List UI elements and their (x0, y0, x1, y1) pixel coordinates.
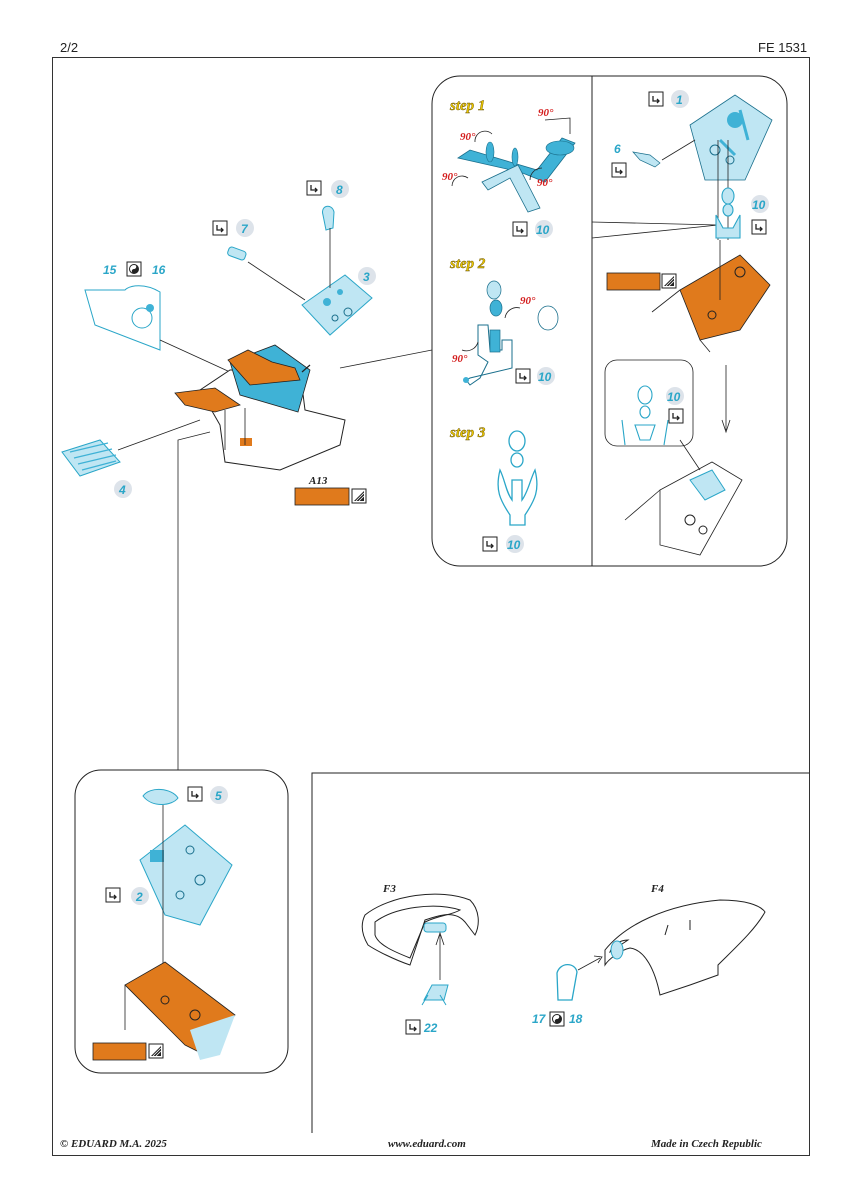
leader-line (177, 431, 211, 770)
part-number: 8 (336, 183, 343, 197)
part-label-f4: F4 (650, 883, 664, 895)
paint-icon (148, 1043, 164, 1059)
footer-origin: Made in Czech Republic (651, 1138, 762, 1150)
color-swatch-orange (92, 1042, 147, 1061)
canopy-section-frame (311, 772, 809, 1133)
step-2-part (461, 280, 559, 386)
control-stick-10 (715, 187, 741, 239)
bend-icon (212, 220, 228, 236)
bend-icon (105, 887, 121, 903)
bend-icon (187, 786, 203, 802)
angle-label: 90° (537, 177, 553, 189)
cockpit-tub (174, 344, 346, 471)
small-etch-part-5 (142, 789, 179, 805)
footer-copyright: © EDUARD M.A. 2025 (60, 1138, 167, 1150)
part-number: 10 (752, 198, 766, 212)
orange-panel-part (679, 240, 771, 341)
product-code: FE 1531 (758, 40, 808, 55)
detail-box-bottom-left (74, 769, 289, 1074)
yin-yang-icon (549, 1011, 565, 1027)
instrument-panel-etch (689, 94, 773, 181)
zoom-wedge (591, 221, 719, 239)
detail-stick-10 (621, 385, 669, 446)
paint-icon (351, 488, 367, 504)
part-label-a13: A13 (308, 475, 328, 487)
color-swatch-orange (294, 487, 350, 506)
step-2-title: step 2 (449, 256, 486, 272)
finished-panel (659, 461, 743, 556)
page-frame (52, 57, 810, 1156)
paint-icon (661, 273, 677, 289)
orange-panel-bottom (124, 961, 236, 1060)
part-number: 18 (569, 1012, 583, 1026)
bend-icon (306, 180, 322, 196)
part-number: 3 (363, 270, 370, 284)
part-number: 15 (103, 263, 117, 277)
part-number: 22 (423, 1021, 438, 1035)
part-number: 5 (215, 789, 222, 803)
angle-label: 90° (520, 295, 536, 307)
part-number: 7 (241, 222, 249, 236)
angle-label: 90° (442, 171, 458, 183)
bend-icon (611, 162, 627, 178)
step-1-part (451, 117, 576, 213)
small-etch-part-6 (632, 151, 661, 168)
part-number: 2 (135, 890, 143, 904)
color-swatch-orange (606, 272, 661, 291)
small-etch-part-7 (227, 246, 247, 261)
bend-icon (515, 368, 531, 384)
angle-label: 90° (452, 353, 468, 365)
small-etch-part-17-18 (556, 963, 578, 1001)
steps-panel (431, 75, 788, 567)
part-number: 17 (532, 1012, 547, 1026)
step-3-title: step 3 (449, 425, 486, 441)
step-1-title: step 1 (449, 98, 485, 114)
step-3-part (497, 430, 538, 526)
part-number: 1 (676, 93, 683, 107)
angle-label: 90° (460, 131, 476, 143)
part-number: 10 (538, 370, 552, 384)
bend-icon (751, 219, 767, 235)
bend-icon (648, 91, 664, 107)
small-etch-part-8 (322, 205, 335, 231)
instrument-panel-part-2 (139, 824, 233, 926)
page-number: 2/2 (60, 40, 79, 55)
canopy-f4 (604, 899, 766, 996)
part-number: 10 (667, 390, 681, 404)
part-number: 6 (614, 142, 621, 156)
bend-icon (482, 536, 498, 552)
part-number: 16 (152, 263, 166, 277)
yin-yang-icon (126, 261, 142, 277)
instrument-panel-part-3 (301, 274, 373, 336)
part-number: 10 (507, 538, 521, 552)
side-panel-part-15-16 (84, 285, 161, 351)
bend-icon (405, 1019, 421, 1035)
bend-icon (668, 408, 684, 424)
part-number: 10 (536, 223, 550, 237)
floor-etch-part-4 (61, 439, 121, 477)
canopy-f3 (361, 893, 479, 966)
angle-label: 90° (538, 107, 554, 119)
bend-icon (512, 221, 528, 237)
part-number: 4 (118, 483, 126, 497)
part-label-f3: F3 (382, 883, 396, 895)
footer-website: www.eduard.com (388, 1138, 466, 1150)
